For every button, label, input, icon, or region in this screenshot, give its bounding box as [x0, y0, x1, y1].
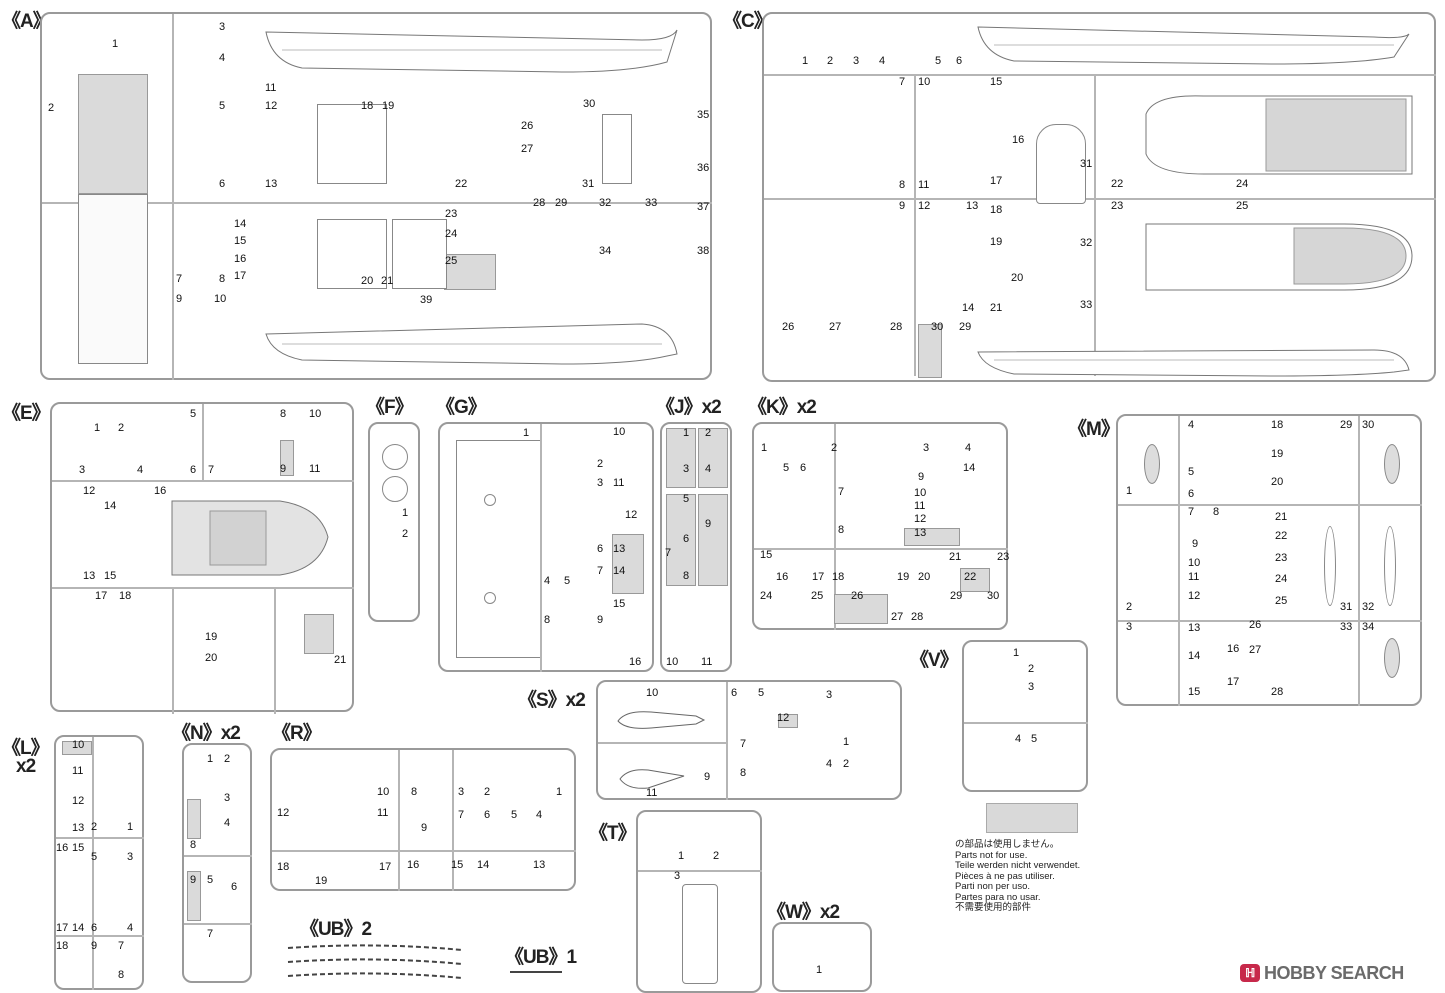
sprue-w-number: 1 — [816, 964, 823, 976]
helicopter-part-s10 — [617, 711, 706, 729]
sprue-t-frame — [636, 810, 762, 993]
sprue-e-frame — [50, 402, 354, 714]
sprue-t-label: 《T》 — [589, 823, 637, 844]
note-de: Teile werden nicht verwendet. — [955, 860, 1081, 871]
deck-e16 — [171, 500, 329, 576]
sprue-m-label: 《M》 — [1068, 419, 1120, 440]
sprue-f-frame — [368, 422, 420, 622]
note-it: Parti non per uso. — [955, 881, 1030, 892]
sprue-w-label: 《W》x2 — [767, 902, 840, 923]
chain-part-ub1 — [510, 971, 562, 973]
sprue-k-label: 《K》x2 — [748, 397, 817, 418]
hull-half-a11 — [265, 29, 678, 73]
sprue-g-frame — [438, 422, 654, 672]
part-s12 — [778, 714, 798, 728]
part-a25 — [444, 254, 496, 290]
part-k13 — [904, 528, 960, 546]
sprue-r-frame — [270, 748, 576, 891]
sprue-a-label: 《A》 — [2, 11, 52, 32]
hull-half-c5 — [977, 26, 1410, 65]
sprue-w-frame — [772, 922, 872, 992]
sprue-v-frame — [962, 640, 1088, 792]
not-used-note: の部品は使用しません。 Parts not for use. Teile wer… — [955, 839, 1081, 914]
sprue-c-label: 《C》 — [723, 11, 773, 32]
part-e21 — [304, 614, 334, 654]
sprue-j-label: 《J》x2 — [656, 397, 722, 418]
note-en: Parts not for use. — [955, 849, 1028, 861]
helicopter-part-s11 — [619, 769, 685, 789]
watermark-text: HOBBY SEARCH — [1264, 963, 1404, 983]
sprue-e-label: 《E》 — [2, 403, 51, 424]
sprue-v-label: 《V》 — [910, 650, 959, 671]
sprue-n-frame — [182, 743, 252, 983]
chain-part-ub2 — [287, 944, 463, 979]
sprue-c-frame — [762, 12, 1436, 382]
hull-half-c29 — [977, 349, 1410, 377]
note-ja: の部品は使用しません。 — [955, 839, 1060, 850]
sprue-l-quantity: x2 — [16, 756, 36, 777]
sprue-f-label: 《F》 — [366, 397, 414, 418]
deck-c24 — [1145, 95, 1413, 175]
note-es: Partes para no usar. — [955, 891, 1041, 903]
not-used-swatch — [986, 803, 1078, 833]
part-k22 — [960, 568, 990, 592]
part-k26 — [834, 594, 888, 624]
note-fr: Pièces à ne pas utiliser. — [955, 870, 1055, 882]
sprue-a-frame — [40, 12, 712, 380]
sprue-l-frame — [54, 735, 144, 990]
sprue-s-frame — [596, 680, 902, 800]
sprue-l-label: 《L》 — [2, 738, 50, 759]
sprue-j-frame — [660, 422, 732, 672]
sprue-ub2-label: 《UB》2 — [300, 919, 372, 940]
note-zh: 不需要使用的部件 — [955, 902, 1032, 913]
part-g13 — [612, 534, 644, 594]
sprue-g-label: 《G》 — [436, 397, 487, 418]
sprue-k-frame — [752, 422, 1008, 630]
part-c30 — [918, 324, 942, 378]
hull-half-a39 — [265, 323, 678, 365]
sprue-m-frame — [1116, 414, 1422, 706]
deck-part-a2 — [78, 74, 148, 194]
deck-c25 — [1145, 223, 1413, 291]
sprue-s-label: 《S》x2 — [518, 690, 586, 711]
hobby-search-logo-icon: ℍ — [1240, 964, 1260, 982]
sprue-ub1-label: 《UB》1 — [505, 947, 577, 968]
sprue-n-label: 《N》x2 — [172, 723, 241, 744]
part-e9 — [280, 440, 294, 476]
sprue-r-label: 《R》 — [272, 723, 322, 744]
